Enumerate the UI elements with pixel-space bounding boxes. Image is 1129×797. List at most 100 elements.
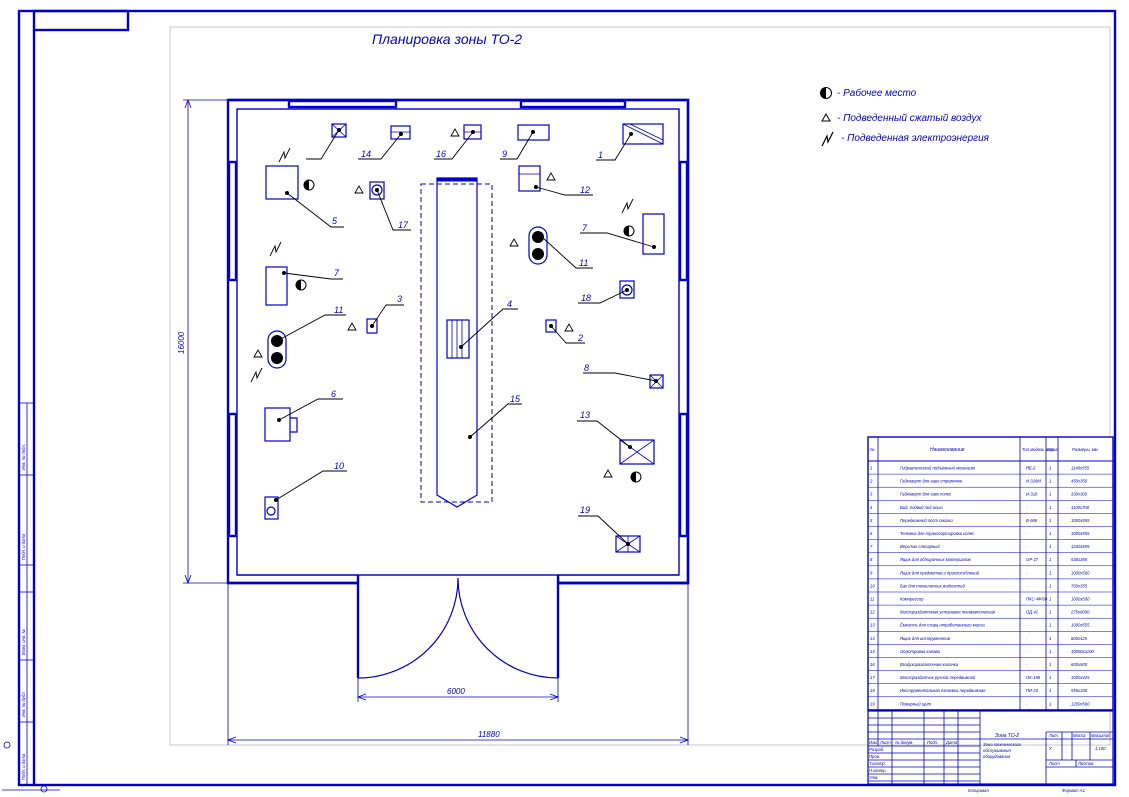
- spec-header-4: Размеры, мм: [1072, 447, 1098, 452]
- inspection-pit: [420, 177, 493, 508]
- equipment-2: [545, 319, 557, 333]
- spec-cell-size: 530х355: [1071, 557, 1088, 562]
- spec-cell-n: 16: [870, 662, 875, 667]
- spec-cell-model: -: [1026, 623, 1028, 628]
- spec-cell-model: И-318: [1026, 492, 1038, 497]
- dim-door: 6000: [447, 687, 465, 696]
- top-left-stamp: [32, 9, 130, 32]
- spec-cell-name: Пожарный щит: [900, 701, 932, 706]
- callout-11-left: 11: [334, 305, 343, 315]
- building-walls: [226, 98, 690, 679]
- tb-izm: Изм.: [869, 740, 878, 745]
- power-marker: [621, 198, 634, 214]
- spec-table-frame: [867, 436, 1114, 711]
- callout-1: 1: [598, 150, 603, 160]
- spec-cell-model: -: [1026, 662, 1028, 667]
- spec-cell-qty: 1: [1049, 636, 1051, 641]
- legend: - Рабочее место - Подведенный сжатый воз…: [820, 87, 990, 147]
- spec-cell-model: -: [1026, 583, 1028, 588]
- spec-cell-size: 1200х500: [1071, 701, 1090, 706]
- side-stamp-3: Взам. инв. №: [21, 629, 26, 655]
- tb-desc1: Зона технического: [983, 742, 1022, 747]
- dim-height: 16000: [177, 331, 186, 354]
- callout-7-right: 7: [582, 223, 588, 233]
- callout-18: 18: [581, 293, 591, 303]
- air-marker: [546, 172, 556, 181]
- equipment-3: [366, 318, 378, 334]
- spec-cell-n: 13: [870, 623, 875, 628]
- title-block: Изм. Лист № докум. Подп. Дата Разраб. Пр…: [867, 710, 1114, 785]
- spec-cell-n: 9: [870, 570, 873, 575]
- spec-cell-n: 2: [869, 479, 873, 484]
- air-icon: [821, 112, 831, 122]
- callout-19: 19: [580, 505, 590, 515]
- power-marker: [250, 367, 263, 383]
- callout-17: 17: [398, 220, 409, 230]
- spec-cell-model: И-318М: [1026, 479, 1041, 484]
- equipment-5: [265, 165, 299, 200]
- workplace-icon: [820, 87, 832, 99]
- spec-cell-qty: 1: [1049, 505, 1051, 510]
- spec-cell-size: 1000х425: [1071, 675, 1090, 680]
- tb-razr: Разраб.: [869, 747, 884, 752]
- spec-cell-name: Вид. подвод под осью: [900, 505, 943, 510]
- spec-cell-qty: 1: [1049, 662, 1051, 667]
- spec-cell-model: -: [1026, 649, 1028, 654]
- spec-cell-n: 10: [870, 583, 875, 588]
- spec-cell-model: -: [1026, 505, 1028, 510]
- equipment: [264, 123, 665, 553]
- spec-cell-n: 19: [870, 701, 875, 706]
- spec-cell-qty: 1: [1049, 583, 1051, 588]
- spec-cell-model: ОД-41: [1026, 610, 1038, 615]
- equipment-14: [390, 125, 411, 140]
- spec-cell-model: ОК-198: [1026, 675, 1041, 680]
- callout-11-right: 11: [579, 258, 588, 268]
- spec-cell-name: Тележка для транспортировки колес: [900, 531, 975, 536]
- air-marker: [347, 322, 357, 331]
- service-markers: [250, 147, 642, 483]
- spec-cell-model: -: [1026, 570, 1028, 575]
- spec-cell-model: ПИ-25: [1026, 688, 1039, 693]
- spec-cell-name: Ёмкость для слива отработанного масла: [900, 623, 985, 628]
- spec-cell-qty: 1: [1049, 466, 1051, 471]
- equipment-17: [369, 181, 385, 200]
- spec-cell-size: 10000х1100: [1071, 649, 1094, 654]
- equipment-16: [450, 124, 482, 140]
- spec-cell-qty: 1: [1049, 597, 1051, 602]
- air-marker: [509, 238, 519, 247]
- spec-cell-model: -: [1026, 531, 1028, 536]
- side-stamp-4: Инв. № дубл.: [21, 691, 26, 717]
- table-row: 13 Ёмкость для слива отработанного масла -…: [870, 623, 1090, 628]
- spec-cell-n: 8: [870, 557, 873, 562]
- spec-cell-qty: 1: [1049, 688, 1051, 693]
- spec-cell-name: Инструментальная тележка передвижная: [900, 688, 986, 693]
- spec-cell-n: 7: [870, 544, 873, 549]
- equipment-12: [518, 165, 541, 192]
- equipment-11-right: [528, 226, 548, 265]
- spec-cell-qty: 1: [1049, 570, 1051, 575]
- spec-cell-qty: 1: [1049, 544, 1051, 549]
- tb-mass: Масса: [1073, 733, 1086, 738]
- equipment-18: [619, 280, 635, 299]
- spec-cell-name: Гайковерт для гаек колес: [900, 492, 952, 497]
- callout-3: 3: [397, 294, 402, 304]
- dim-width: 11880: [478, 730, 500, 739]
- callouts: 1 2 3 4 5 6 7 7 8: [274, 128, 658, 546]
- spec-cell-size: 1000х555: [1071, 531, 1090, 536]
- tb-nkontr: Н.контр.: [869, 768, 887, 773]
- spec-cell-name: Ящик для обтирочных материалов: [899, 557, 971, 562]
- power-marker: [278, 147, 291, 163]
- spec-cell-size: 600х425: [1071, 636, 1088, 641]
- callout-16: 16: [436, 149, 446, 159]
- spec-cell-size: 1100х700: [1071, 505, 1090, 510]
- spec-cell-size: 600х500: [1071, 662, 1088, 667]
- spec-cell-size: 275х6000: [1070, 610, 1090, 615]
